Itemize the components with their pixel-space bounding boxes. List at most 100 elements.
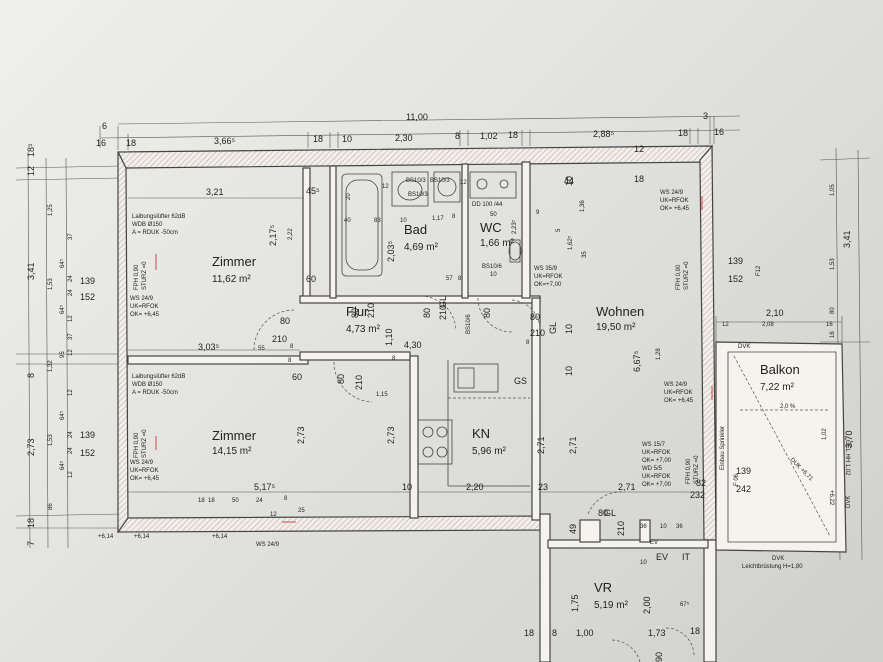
dim-balkon-208: 2,08 bbox=[762, 322, 774, 328]
dim-door-210c: 210 bbox=[438, 305, 448, 320]
dim-left-inner-3: 64⁵ bbox=[59, 258, 66, 268]
dim-vr-18b: 18 bbox=[690, 626, 700, 636]
room-zimmer-1-name: Zimmer bbox=[212, 254, 257, 269]
dim-door-210f: 210 bbox=[616, 521, 626, 536]
wall-vr-top bbox=[547, 539, 709, 549]
ws1-line2: UK=RFOK bbox=[130, 304, 159, 310]
ws2-line2: UK=RFOK bbox=[130, 468, 159, 474]
label-bs-3: BS10/6 bbox=[482, 264, 502, 270]
balcony bbox=[715, 316, 847, 553]
dim-left-inner-1: 1,25 bbox=[48, 204, 54, 216]
dim-zimmer1-height: 2,17⁵ bbox=[268, 224, 278, 246]
dim-wohnen-128: 1,28 bbox=[656, 348, 662, 360]
dim-top-seg-12: 16 bbox=[714, 127, 724, 137]
inner-dimensions: 3,21 45⁵ 2,17⁵ 2,22 3,03⁵ 4,30 1,10 2,03… bbox=[98, 144, 852, 662]
room-wc-area: 1,66 m² bbox=[480, 238, 515, 249]
dim-wohnen-18: 18 bbox=[634, 174, 644, 184]
laibung1-line1: Laibungslüfter 62dB bbox=[132, 214, 185, 220]
window-label-left-2: 152 bbox=[80, 292, 95, 302]
dim-kn-height-2: 2,71 bbox=[568, 436, 578, 454]
laibung2-line2: WDB Ø150 bbox=[132, 382, 163, 388]
dim-left-outer-6: 18 bbox=[26, 518, 36, 528]
fph4-line1: FPH 0,90 bbox=[686, 458, 692, 484]
window-label-right-1: 139 bbox=[728, 256, 743, 266]
dim-kn-width: 2,20 bbox=[466, 482, 484, 492]
dim-left-inner-14: 12 bbox=[68, 389, 74, 396]
dim-bad-w4: 1,17 bbox=[432, 216, 444, 222]
dim-left-inner-9: 37 bbox=[68, 333, 74, 340]
dim-wohnen-44: 44 bbox=[564, 176, 574, 186]
dim-bad-w2: 83 bbox=[374, 218, 381, 224]
dim-misc-60: 60 bbox=[306, 274, 316, 284]
room-vr-area: 5,19 m² bbox=[594, 600, 629, 611]
dim-balkon-12: 12 bbox=[722, 322, 729, 328]
dim-top-seg-4: 18 bbox=[313, 134, 323, 144]
dim-door-210e: 210 bbox=[354, 375, 364, 390]
room-labels: Zimmer 11,62 m² Bad 4,69 m² WC 1,66 m² F… bbox=[212, 220, 800, 611]
annotations: Laibungslüfter 62dB WDB Ø150 A = RDUK -5… bbox=[130, 190, 726, 548]
dim-top-seg-8: 1,02 bbox=[480, 131, 498, 141]
dim-top-seg-6: 2,30 bbox=[395, 133, 413, 143]
dim-wc-height: 2,23⁵ bbox=[511, 219, 518, 234]
dim-left-inner-2: 37 bbox=[68, 233, 74, 240]
label-plus614-2: +6,14 bbox=[134, 534, 150, 540]
dim-misc-8a: 8 bbox=[290, 344, 294, 350]
laibung1-line3: A = RDUK -50cm bbox=[132, 230, 178, 236]
dim-vr-173: 1,73 bbox=[648, 628, 666, 638]
dim-zimmer2-width: 5,17⁵ bbox=[254, 482, 276, 492]
dim-kn-10b: 10 bbox=[564, 366, 574, 376]
dim-left-inner-7: 64⁵ bbox=[59, 304, 66, 314]
wall-vr-left bbox=[539, 513, 551, 662]
ws2-line3: OK= +6,45 bbox=[130, 476, 160, 482]
dim-door-210d: 210 bbox=[530, 328, 545, 338]
dim-left-outer-1: 18⁵ bbox=[26, 143, 36, 157]
dim-bad-8: 8 bbox=[458, 276, 462, 282]
label-gl-3: GL bbox=[604, 508, 616, 518]
dim-bottom-18b: 18 bbox=[208, 498, 215, 504]
laibung2-line3: A = RDUK -50cm bbox=[132, 390, 178, 396]
ws3-line1: WS 24/9 bbox=[660, 190, 684, 196]
dim-zimmer2-height-2: 2,73 bbox=[386, 426, 396, 444]
ws4-line2: UK=RFOK bbox=[664, 390, 693, 396]
dim-misc-60b: 60 bbox=[292, 372, 302, 382]
dim-flur-width: 4,30 bbox=[404, 340, 422, 350]
dim-misc-8d: 8 bbox=[526, 340, 530, 346]
dim-kn-10: 10 bbox=[402, 482, 412, 492]
ws-kn-line3: OK= +7,00 bbox=[642, 458, 672, 464]
dim-right-outer-2: 3,70 bbox=[844, 430, 854, 448]
ws4-line3: OK= +6,45 bbox=[664, 398, 694, 404]
room-wc-name: WC bbox=[480, 220, 502, 235]
dim-bottom-12: 12 bbox=[270, 512, 277, 518]
dim-wohnen-136: 1,36 bbox=[580, 200, 586, 212]
wall-zimmer-zimmer bbox=[127, 355, 309, 365]
fph2-line2: STURZ =0 bbox=[142, 429, 148, 458]
dim-vr-10b: 10 bbox=[640, 560, 647, 566]
dim-bad-height: 2,03⁵ bbox=[386, 240, 396, 262]
dim-vr-82: 82 bbox=[696, 478, 706, 488]
dim-bottom-24: 24 bbox=[256, 498, 263, 504]
dim-left-inner-6: 24 bbox=[68, 289, 74, 296]
ws-wc-line2: UK=RFOK bbox=[534, 274, 563, 280]
ws3-line3: OK= +6,45 bbox=[660, 206, 690, 212]
dim-wc-w: 50 bbox=[490, 212, 497, 218]
dim-bottom-50: 50 bbox=[232, 498, 239, 504]
dim-left-inner-20: 12 bbox=[68, 471, 74, 478]
dim-door-80a: 80 bbox=[280, 316, 290, 326]
dim-left-inner-13: 86 bbox=[48, 503, 54, 510]
label-f06: F 06 bbox=[734, 473, 740, 486]
dim-left-inner-12: 1,32 bbox=[48, 360, 54, 372]
label-ev: EV bbox=[656, 552, 668, 562]
window-label-right-3: F12 bbox=[756, 265, 762, 276]
room-zimmer-2-area: 14,15 m² bbox=[212, 446, 252, 457]
room-kn-area: 5,96 m² bbox=[472, 446, 507, 457]
dim-vr-8: 8 bbox=[552, 628, 557, 638]
dim-left-outer-5: 2,73 bbox=[26, 438, 36, 456]
ws1-line3: OK= +6,45 bbox=[130, 312, 160, 318]
room-zimmer-2-name: Zimmer bbox=[212, 428, 257, 443]
dim-vr-10: 10 bbox=[660, 524, 667, 530]
room-wohnen-name: Wohnen bbox=[596, 304, 644, 319]
dim-balkon-slope: 2,0 % bbox=[780, 404, 796, 410]
dim-misc-55: 55 bbox=[258, 346, 265, 352]
dim-bad-57: 57 bbox=[446, 276, 453, 282]
ws-wc-line3: OK=+7,00 bbox=[534, 282, 562, 288]
